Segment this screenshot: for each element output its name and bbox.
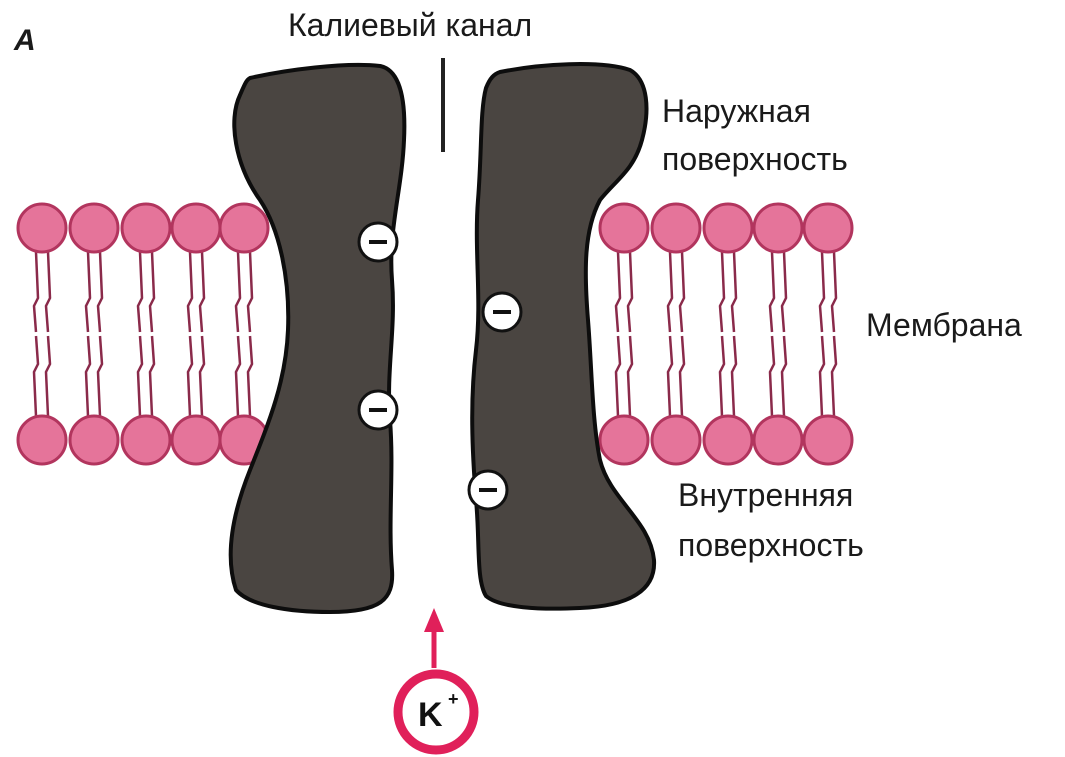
lipid-tail — [782, 336, 786, 416]
lipid-tail — [820, 336, 824, 416]
lipid-tail — [668, 252, 672, 332]
lipid-tail — [616, 252, 620, 332]
lipid-tail — [236, 336, 240, 416]
lipid-head-outer — [70, 204, 118, 252]
lipid-bilayer-right — [600, 204, 852, 464]
lipid-head-inner — [18, 416, 66, 464]
lipid-tail — [668, 336, 672, 416]
outer-surface-label-line1: Наружная — [662, 93, 811, 129]
lipid-head-outer — [18, 204, 66, 252]
potassium-ion-charge: + — [448, 689, 459, 709]
lipid-tail — [98, 252, 102, 332]
membrane-label: Мембрана — [866, 307, 1022, 343]
lipid-tail — [188, 336, 192, 416]
lipid-head-outer — [652, 204, 700, 252]
negative-charge — [469, 471, 507, 509]
lipid-tail — [138, 336, 142, 416]
ion-flow-arrow — [424, 608, 444, 668]
lipid-tail — [200, 252, 204, 332]
lipid-tail — [248, 252, 252, 332]
lipid-tail — [680, 252, 684, 332]
lipid-head-inner — [122, 416, 170, 464]
inner-surface-label-line2: поверхность — [678, 527, 864, 563]
lipid-tail — [150, 252, 154, 332]
potassium-ion-symbol: K — [418, 696, 443, 734]
lipid-bilayer-left — [18, 204, 268, 464]
lipid-head-outer — [172, 204, 220, 252]
lipid-tail — [150, 336, 154, 416]
lipid-head-outer — [704, 204, 752, 252]
lipid-tail — [680, 336, 684, 416]
lipid-tail — [732, 252, 736, 332]
negative-charge — [359, 223, 397, 261]
channel-protein-left — [231, 65, 405, 612]
lipid-tail — [770, 336, 774, 416]
negative-charge — [359, 391, 397, 429]
lipid-head-outer — [122, 204, 170, 252]
panel-letter: A — [13, 24, 36, 57]
lipid-head-inner — [652, 416, 700, 464]
lipid-tail — [732, 336, 736, 416]
lipid-head-outer — [600, 204, 648, 252]
lipid-tail — [46, 252, 50, 332]
lipid-head-inner — [600, 416, 648, 464]
lipid-tail — [138, 252, 142, 332]
lipid-head-outer — [804, 204, 852, 252]
lipid-tail — [200, 336, 204, 416]
lipid-tail — [34, 336, 38, 416]
lipid-tail — [720, 336, 724, 416]
inner-surface-label-line1: Внутренняя — [678, 477, 853, 513]
lipid-head-outer — [754, 204, 802, 252]
lipid-tail — [188, 252, 192, 332]
lipid-tail — [86, 336, 90, 416]
lipid-tail — [628, 336, 632, 416]
potassium-ion: K + — [398, 674, 474, 750]
lipid-tail — [248, 336, 252, 416]
lipid-tail — [782, 252, 786, 332]
lipid-tail — [46, 336, 50, 416]
lipid-tail — [86, 252, 90, 332]
channel-label: Калиевый канал — [288, 7, 532, 43]
lipid-tail — [628, 252, 632, 332]
outer-surface-label-line2: поверхность — [662, 141, 848, 177]
lipid-head-inner — [754, 416, 802, 464]
negative-charge — [483, 293, 521, 331]
lipid-tail — [34, 252, 38, 332]
lipid-head-inner — [172, 416, 220, 464]
lipid-tail — [616, 336, 620, 416]
lipid-tail — [832, 252, 836, 332]
channel-protein-right — [472, 64, 654, 609]
lipid-head-inner — [704, 416, 752, 464]
lipid-head-inner — [70, 416, 118, 464]
lipid-tail — [720, 252, 724, 332]
lipid-tail — [820, 252, 824, 332]
lipid-tail — [98, 336, 102, 416]
lipid-head-outer — [220, 204, 268, 252]
lipid-head-inner — [804, 416, 852, 464]
lipid-tail — [770, 252, 774, 332]
lipid-tail — [236, 252, 240, 332]
lipid-tail — [832, 336, 836, 416]
